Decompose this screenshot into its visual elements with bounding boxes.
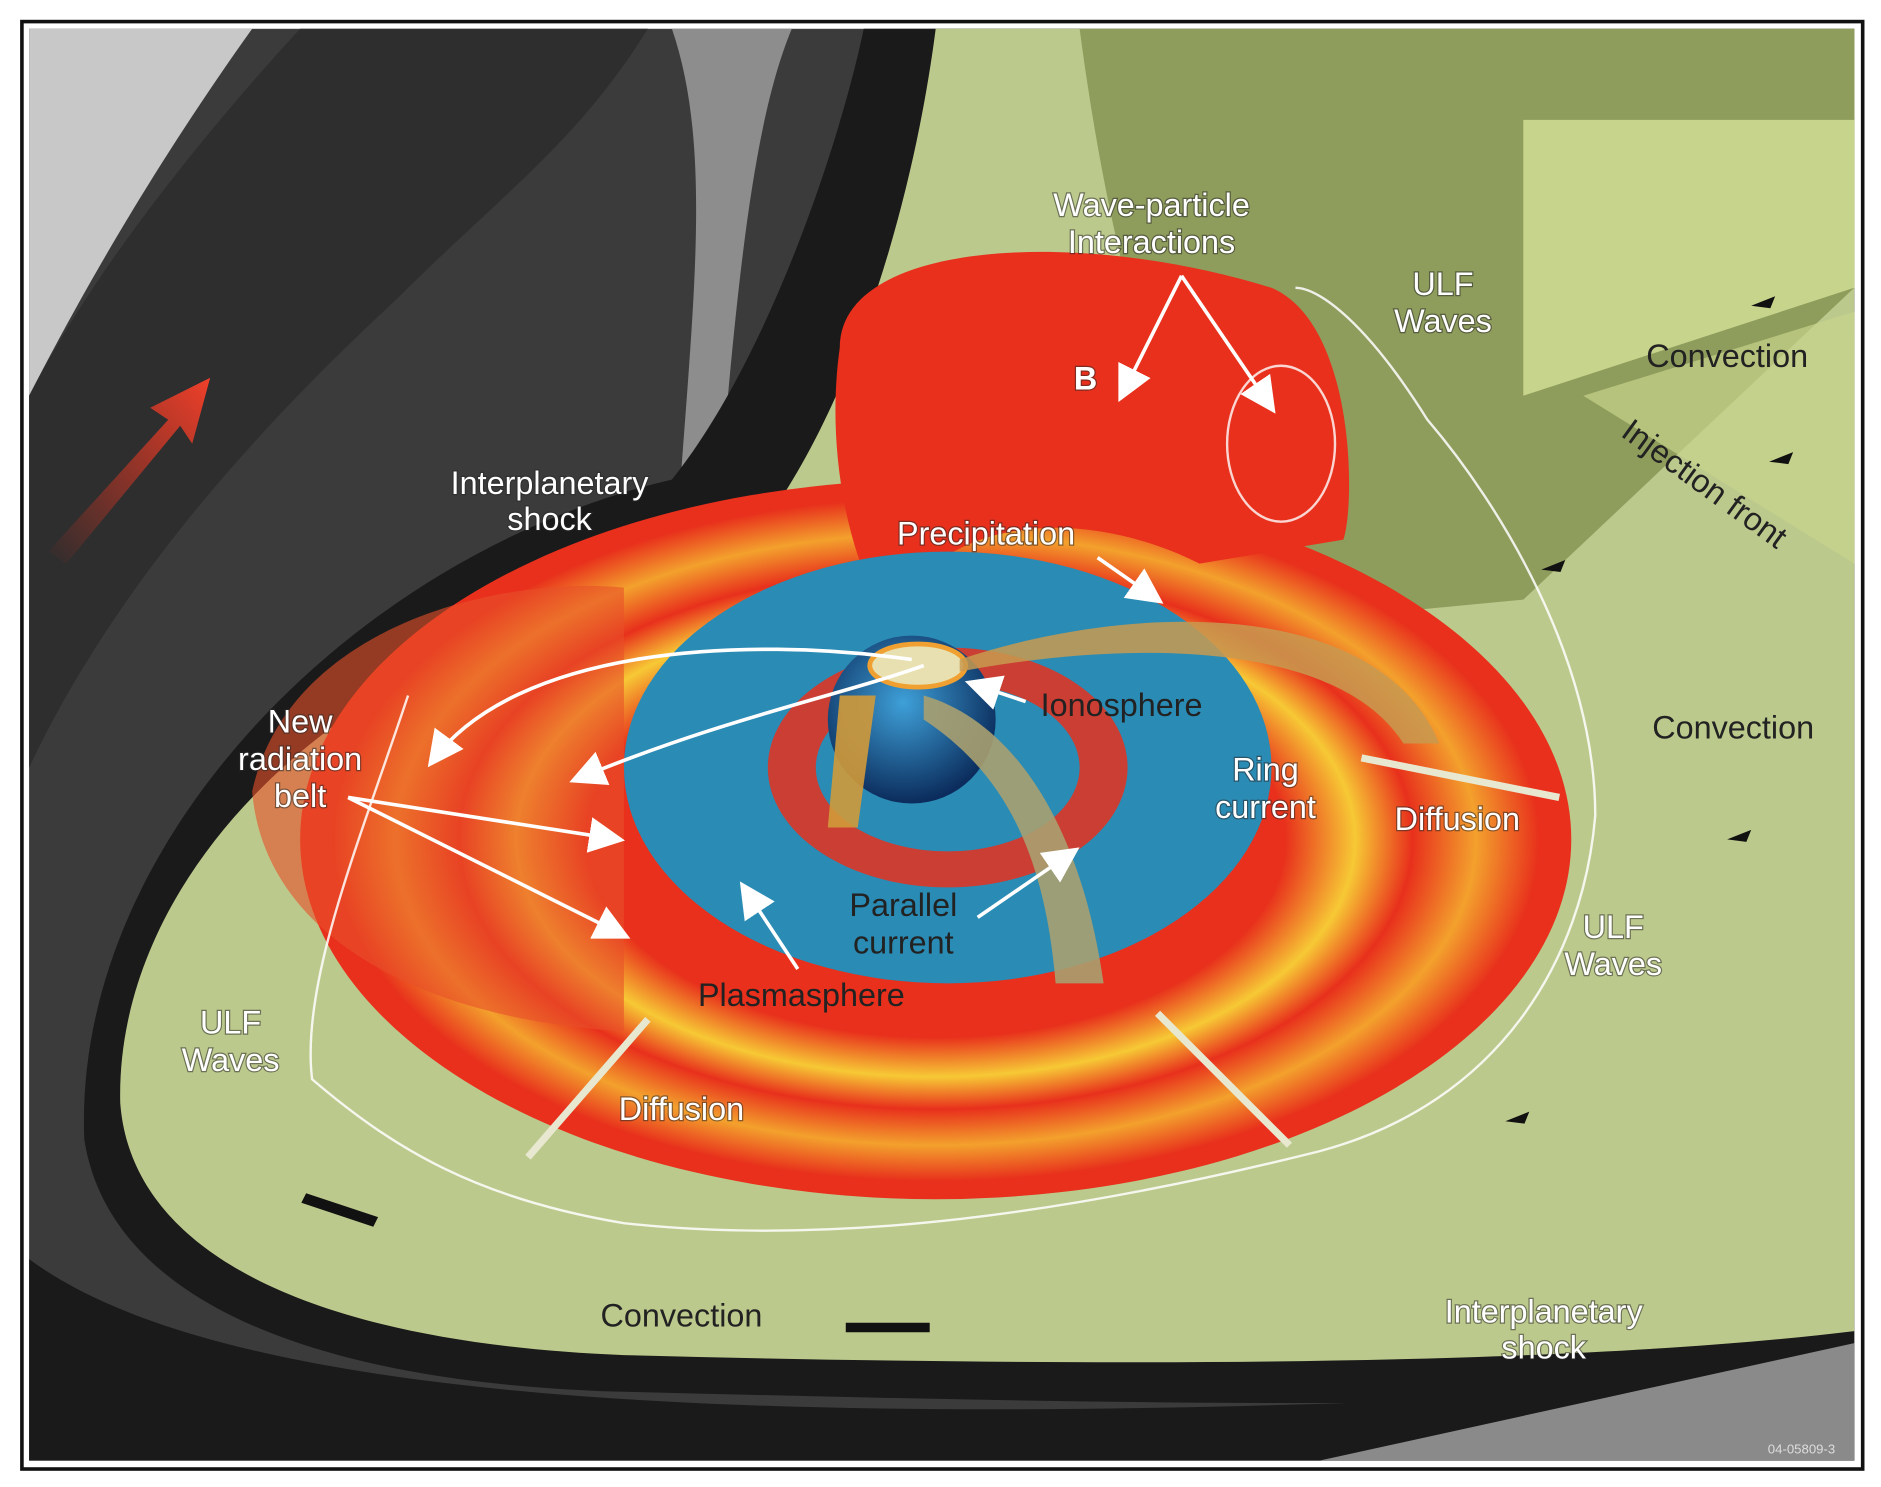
figure-id: 04-05809-3 bbox=[1768, 1441, 1835, 1456]
label-waves-top: Waves bbox=[1394, 303, 1492, 339]
label-diffusion-left: Diffusion bbox=[619, 1091, 744, 1127]
label-shock-top: Interplanetary bbox=[451, 465, 650, 501]
label-plasmasphere: Plasmasphere bbox=[698, 977, 905, 1013]
wave-interaction-zone bbox=[1225, 364, 1337, 523]
annotation-arrows bbox=[347, 274, 1276, 970]
label-ulf-top: ULF bbox=[1412, 266, 1473, 302]
ionosphere bbox=[867, 641, 969, 690]
label-interactions: Interactions bbox=[1068, 224, 1235, 260]
solar-wind-arrow bbox=[48, 377, 211, 564]
label-diffusion-right: Diffusion bbox=[1395, 801, 1520, 837]
diffusion-arrows bbox=[525, 754, 1560, 1160]
convection-arrows bbox=[301, 296, 1794, 1333]
label-wave-particle: Wave-particle bbox=[1053, 187, 1250, 223]
label-shock-top-2: shock bbox=[507, 501, 592, 537]
label-b-field: B bbox=[1074, 361, 1097, 397]
label-convection-bottom: Convection bbox=[601, 1297, 763, 1333]
label-new: New bbox=[268, 704, 333, 740]
label-parallel-current: current bbox=[853, 924, 954, 960]
labels: Wave-particle Interactions ULF Waves Con… bbox=[181, 186, 1836, 1457]
label-ulf-left: ULF bbox=[200, 1005, 261, 1041]
label-parallel: Parallel bbox=[849, 887, 957, 923]
label-radiation: radiation bbox=[238, 741, 362, 777]
ulf-waves-boundary bbox=[309, 286, 1597, 1232]
label-ring-current: current bbox=[1215, 789, 1316, 825]
label-ionosphere: Ionosphere bbox=[1041, 687, 1203, 723]
label-ulf-right: ULF bbox=[1583, 909, 1644, 945]
label-convection-mid: Convection bbox=[1652, 710, 1814, 746]
label-waves-left: Waves bbox=[182, 1042, 280, 1078]
radiation-belt-dome bbox=[835, 251, 1350, 624]
label-waves-right: Waves bbox=[1564, 946, 1662, 982]
label-shock-bottom: Interplanetary bbox=[1445, 1294, 1644, 1330]
label-belt: belt bbox=[274, 778, 326, 814]
parallel-current-arrow bbox=[923, 695, 1104, 984]
label-convection-top: Convection bbox=[1646, 338, 1808, 374]
label-ring: Ring bbox=[1232, 752, 1299, 788]
label-shock-bottom-2: shock bbox=[1501, 1330, 1586, 1366]
label-precipitation: Precipitation bbox=[897, 515, 1075, 551]
